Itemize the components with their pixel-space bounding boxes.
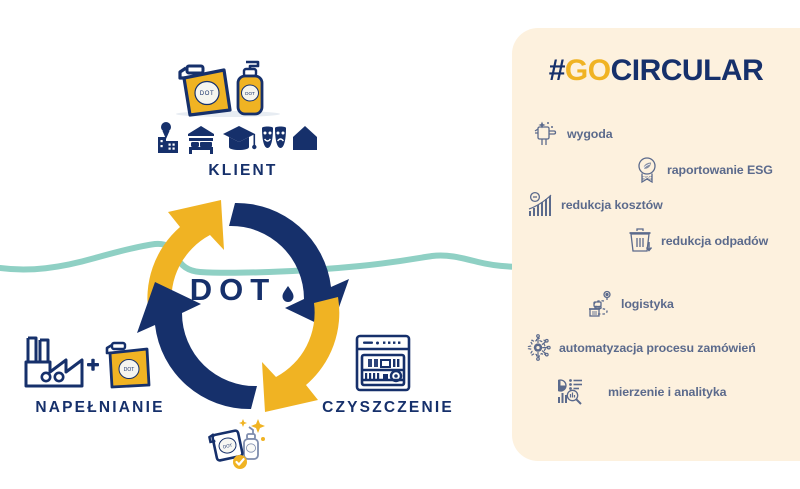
droplet-icon (282, 286, 294, 302)
benefit-label: wygoda (567, 127, 613, 141)
napelnianie-artwork: DOT (24, 336, 151, 389)
gocircular-panel: #GOCIRCULAR wygoda ESG raportow (512, 28, 800, 461)
benefit-redukcja-kosztow[interactable]: redukcja kosztów (528, 191, 663, 219)
cycle-arrow-bottom-left (137, 282, 257, 410)
cycle-arrow-top-right (229, 202, 349, 330)
svg-text:DOT: DOT (200, 91, 214, 97)
stage-label-napelnianie: NAPEŁNIANIE (35, 399, 165, 416)
benefit-label: automatyzacja procesu zamówień (559, 341, 756, 355)
theater-masks-icon (262, 126, 286, 148)
cycle-center-label: DOT (118, 272, 368, 312)
clean-products-sparkle-check-icon: DOT (208, 419, 265, 469)
panel-title-circular: CIRCULAR (610, 54, 764, 87)
bar-chart-decrease-icon (528, 191, 552, 216)
svg-text:DOT: DOT (245, 91, 255, 96)
stage-label-czyszczenie: CZYSZCZENIE (322, 399, 454, 416)
trash-decrease-icon (629, 228, 653, 252)
stage-label-klient: KLIENT (208, 162, 278, 179)
benefit-raportowanie-esg[interactable]: ESG raportowanie ESG (634, 156, 773, 184)
eco-badge-icon: ESG (638, 157, 656, 184)
panel-title-hash: # (548, 54, 566, 87)
benefit-logistyka[interactable]: logistyka (588, 290, 674, 318)
cycle-arrow-bottom-right (262, 297, 340, 412)
dot-canister-icon: DOT (178, 64, 232, 117)
delivery-route-icon (589, 290, 611, 317)
benefit-label: logistyka (621, 297, 674, 311)
benefit-mierzenie-analityka[interactable]: mierzenie i analityka (558, 378, 727, 406)
hand-sparkle-icon (534, 121, 557, 145)
dot-canister-icon-small: DOT (105, 341, 151, 389)
analytics-magnifier-icon (558, 379, 582, 405)
hotel-bed-icon (188, 126, 214, 154)
klient-artwork: DOT DOT (158, 60, 317, 154)
svg-text:ESG: ESG (642, 176, 653, 182)
gear-circuit-icon (527, 334, 551, 361)
house-icon (293, 126, 317, 150)
benefit-label: redukcja kosztów (561, 198, 663, 212)
klient-segment-icons (158, 122, 317, 154)
pump-bottle-icon: DOT (236, 60, 264, 116)
benefit-redukcja-odpadow[interactable]: redukcja odpadów (628, 227, 768, 255)
check-badge-icon (233, 455, 247, 469)
benefit-label: redukcja odpadów (661, 234, 769, 248)
office-building-pin-icon (158, 122, 178, 153)
svg-text:DOT: DOT (124, 367, 135, 373)
panel-title: #GOCIRCULAR (512, 54, 800, 88)
benefit-label: mierzenie i analityka (608, 385, 727, 399)
circular-arrow-diagram (137, 200, 349, 412)
svg-text:DOT: DOT (223, 443, 233, 450)
cycle-arrow-top-left (147, 200, 224, 316)
benefit-wygoda[interactable]: wygoda (534, 120, 613, 148)
graduation-cap-icon (223, 126, 257, 150)
czyszczenie-artwork (355, 334, 411, 392)
benefit-label: raportowanie ESG (667, 163, 773, 177)
benefit-automatyzacja[interactable]: automatyzacja procesu zamówień (526, 334, 756, 362)
panel-title-go: GO (564, 54, 611, 87)
plus-sign-icon (87, 358, 99, 371)
cycle-center-text: DOT (189, 272, 277, 307)
dishwasher-icon (355, 334, 411, 392)
factory-icon (24, 336, 84, 388)
